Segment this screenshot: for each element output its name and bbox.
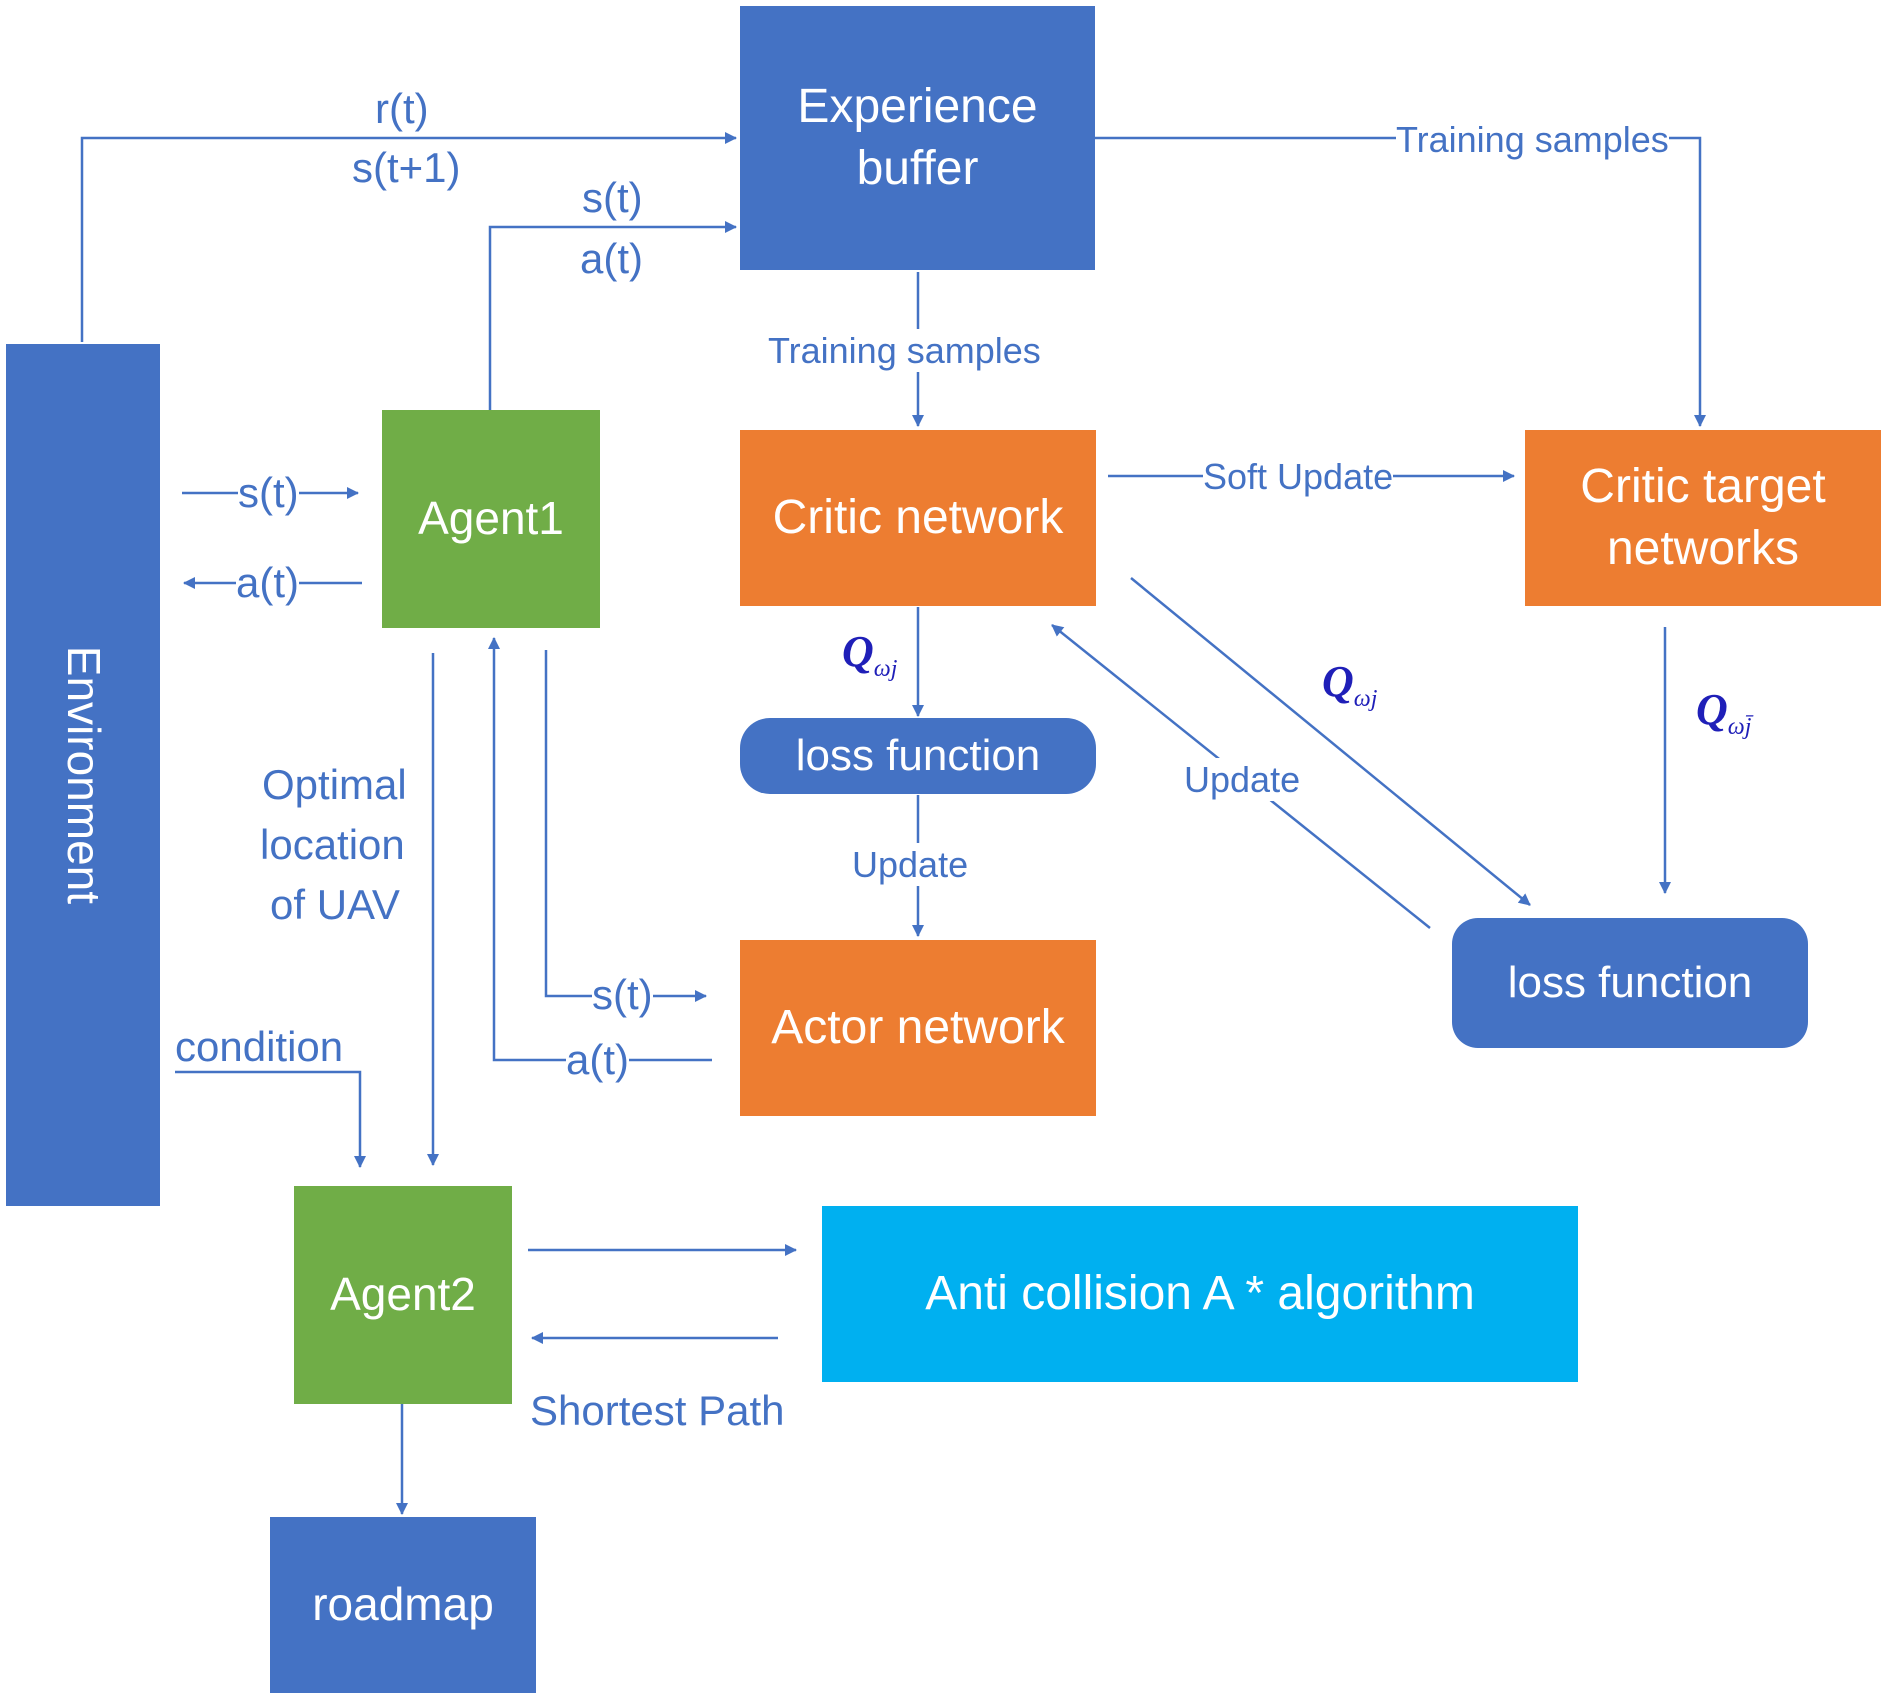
label-optimal-location-1: Optimal — [262, 760, 407, 811]
agent1-label: Agent1 — [418, 492, 564, 545]
q-critic-symbol: Qωj — [842, 627, 898, 682]
critic-target-label: Critic target networks — [1580, 459, 1826, 575]
edge-agent1-to-actor — [544, 650, 707, 1002]
label-st1: s(t+1) — [352, 143, 461, 194]
label-actor-at: a(t) — [566, 1035, 629, 1086]
label-update-actor: Update — [852, 843, 969, 887]
label-rt: r(t) — [375, 84, 429, 135]
roadmap-box: roadmap — [270, 1517, 536, 1693]
edge-critic-to-loss2 — [1130, 577, 1531, 906]
label-env-st: s(t) — [238, 468, 299, 519]
loss-function-1-label: loss function — [795, 731, 1041, 781]
edge-agent1-to-buffer — [488, 221, 737, 410]
edge-env-to-buffer — [80, 132, 737, 342]
q-critic-subscript: ωj — [873, 656, 898, 682]
agent2-box: Agent2 — [294, 1186, 512, 1404]
edge-buffer-to-critic-target — [1095, 136, 1706, 427]
q-cross-symbol: Qωj — [1322, 657, 1378, 712]
label-env-at: a(t) — [236, 558, 299, 609]
anti-collision-box: Anti collision A * algorithm — [822, 1206, 1578, 1382]
loss-function-2: loss function — [1452, 918, 1808, 1048]
loss-function-1: loss function — [740, 718, 1096, 794]
label-buffer-at: a(t) — [580, 234, 643, 285]
q-target-subscript: ωj̄ — [1727, 714, 1752, 740]
roadmap-label: roadmap — [312, 1578, 494, 1631]
label-optimal-location-2: location — [260, 820, 405, 871]
experience-buffer-label: Experience buffer — [797, 79, 1038, 195]
critic-network-box: Critic network — [740, 430, 1096, 606]
label-update-critic: Update — [1184, 758, 1301, 802]
actor-network-box: Actor network — [740, 940, 1096, 1116]
q-target-symbol: Qωj̄ — [1696, 685, 1752, 740]
label-training-samples-right: Training samples — [1396, 118, 1669, 162]
label-actor-st: s(t) — [592, 970, 653, 1021]
anti-collision-label: Anti collision A * algorithm — [925, 1266, 1475, 1320]
critic-network-label: Critic network — [772, 490, 1064, 544]
label-training-samples-down: Training samples — [768, 329, 1041, 373]
label-soft-update: Soft Update — [1203, 455, 1394, 499]
edge-actor-to-agent1 — [488, 637, 712, 1062]
environment-label: Environment — [57, 645, 110, 905]
environment-box: Environment — [6, 344, 160, 1206]
label-condition: condition — [175, 1023, 344, 1070]
q-cross-letter: Q — [1322, 657, 1354, 706]
agent2-label: Agent2 — [330, 1268, 476, 1321]
q-critic-letter: Q — [842, 627, 874, 676]
q-target-letter: Q — [1696, 685, 1728, 734]
q-cross-subscript: ωj — [1353, 686, 1378, 712]
actor-network-label: Actor network — [771, 1000, 1065, 1054]
agent1-box: Agent1 — [382, 410, 600, 628]
loss-function-2-label: loss function — [1507, 958, 1753, 1008]
label-optimal-location-3: of UAV — [270, 880, 400, 931]
label-buffer-st: s(t) — [582, 174, 643, 221]
critic-target-box: Critic target networks — [1525, 430, 1881, 606]
edge-condition-to-agent2 — [175, 1070, 366, 1168]
label-shortest-path: Shortest Path — [530, 1386, 785, 1437]
experience-buffer-box: Experience buffer — [740, 6, 1095, 270]
